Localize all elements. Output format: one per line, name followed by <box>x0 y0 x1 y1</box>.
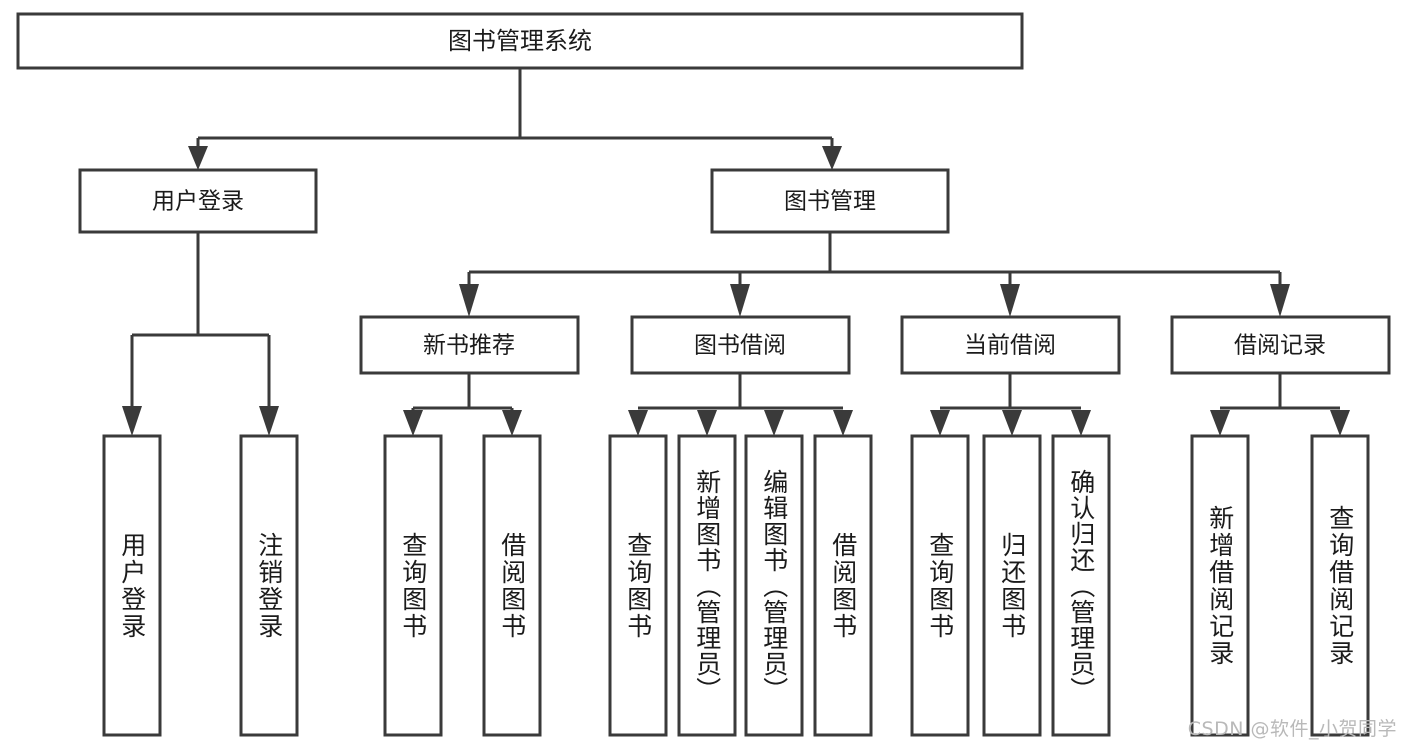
node-leaf-edit-book-box[interactable] <box>744 434 804 737</box>
node-current-borrow[interactable]: 当前借阅 <box>900 315 1121 375</box>
arrow-head-leaf-logout <box>259 406 279 436</box>
node-root-label: 图书管理系统 <box>448 27 592 55</box>
arrow-head-leaf-borrow-book <box>833 410 853 436</box>
arrow-head-leaf-add-book <box>697 410 717 436</box>
connector-layer <box>122 68 1350 436</box>
node-leaf-query-record-box[interactable] <box>1310 434 1370 737</box>
arrow-head-book-borrow <box>730 284 750 317</box>
node-new-book-rec[interactable]: 新书推荐 <box>359 315 580 375</box>
node-current-borrow-label: 当前借阅 <box>964 333 1056 359</box>
node-leaf-query-book-rec-box[interactable] <box>383 434 443 737</box>
node-user-login-label: 用户登录 <box>152 189 244 215</box>
csdn-watermark: CSDN @软件_小贺同学 <box>1187 718 1397 740</box>
node-current-borrow-box[interactable] <box>900 315 1121 375</box>
node-leaf-borrow-book-box[interactable] <box>813 434 873 737</box>
node-borrow-record-label: 借阅记录 <box>1234 333 1326 359</box>
node-user-login-box[interactable] <box>78 168 318 234</box>
node-leaf-query-book-current-box[interactable] <box>910 434 970 737</box>
node-root[interactable]: 图书管理系统 <box>16 12 1024 70</box>
arrow-head-leaf-query-book-current <box>930 410 950 436</box>
node-book-manage[interactable]: 图书管理 <box>710 168 950 234</box>
node-borrow-record-box[interactable] <box>1170 315 1391 375</box>
arrow-head-new-book-rec <box>459 284 479 317</box>
arrow-head-user-login <box>188 146 208 170</box>
node-new-book-rec-box[interactable] <box>359 315 580 375</box>
node-user-login[interactable]: 用户登录 <box>78 168 318 234</box>
node-leaf-user-login-box[interactable] <box>102 434 162 737</box>
node-leaf-add-record-box[interactable] <box>1190 434 1250 737</box>
node-leaf-return-book-box[interactable] <box>982 434 1042 737</box>
arrow-head-current-borrow <box>1000 284 1020 317</box>
arrow-head-borrow-record <box>1270 284 1290 317</box>
node-leaf-logout-box[interactable] <box>239 434 299 737</box>
node-borrow-record[interactable]: 借阅记录 <box>1170 315 1391 375</box>
node-leaf-confirm-return-box[interactable] <box>1051 434 1111 737</box>
arrow-head-leaf-query-record <box>1330 410 1350 436</box>
node-new-book-rec-label: 新书推荐 <box>423 333 515 359</box>
node-leaf-borrow-book-rec-box[interactable] <box>482 434 542 737</box>
arrow-head-leaf-query-book-borrow <box>628 410 648 436</box>
arrow-head-leaf-confirm-return <box>1071 410 1091 436</box>
node-leaf-query-book-borrow-box[interactable] <box>608 434 668 737</box>
arrow-head-leaf-add-record <box>1210 410 1230 436</box>
arrow-head-book-manage <box>822 146 842 170</box>
node-book-borrow[interactable]: 图书借阅 <box>630 315 851 375</box>
arrow-head-leaf-query-book-rec <box>403 410 423 436</box>
node-root-box[interactable] <box>16 12 1024 70</box>
node-leaf-add-book-box[interactable] <box>677 434 737 737</box>
arrow-head-leaf-borrow-book-rec <box>502 410 522 436</box>
leaf-box-layer <box>102 434 1370 737</box>
node-book-manage-box[interactable] <box>710 168 950 234</box>
node-book-manage-label: 图书管理 <box>784 189 876 215</box>
node-book-borrow-box[interactable] <box>630 315 851 375</box>
arrow-head-leaf-user-login <box>122 406 142 436</box>
node-book-borrow-label: 图书借阅 <box>694 333 786 359</box>
arrow-head-leaf-return-book <box>1002 410 1022 436</box>
arrow-head-leaf-edit-book <box>764 410 784 436</box>
